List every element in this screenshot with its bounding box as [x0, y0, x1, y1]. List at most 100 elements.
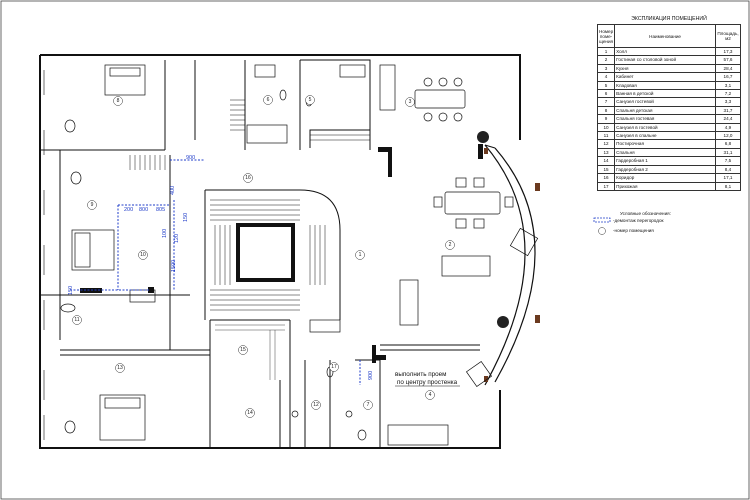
- schedule-cell-number: 5: [596, 80, 616, 91]
- schedule-cell-number: 4: [596, 72, 616, 82]
- schedule-cell-number: 2: [596, 55, 616, 65]
- interior-walls: [40, 59, 480, 448]
- dining-table-kitchen: [414, 89, 466, 109]
- room-number-16: 16: [245, 175, 251, 181]
- sofa-side: [399, 279, 419, 326]
- schedule-cell-name: Кухня: [614, 63, 716, 74]
- dim-label: 1500: [171, 260, 177, 272]
- room-number-4: 4: [429, 392, 432, 398]
- note-line-2: по центру простенка: [397, 379, 458, 386]
- schedule-cell-area: 57,6: [715, 55, 741, 65]
- schedule-title: ЭКСПЛИКАЦИЯ ПОМЕЩЕНИЙ: [631, 16, 707, 22]
- room-number-14: 14: [247, 410, 253, 416]
- schedule-cell-name: Спальня гостевая: [614, 114, 716, 124]
- schedule-header-number: Номер поме-щения: [596, 24, 616, 48]
- legend-room-symbol: [598, 227, 606, 235]
- schedule-cell-name: Кабинет: [614, 72, 716, 82]
- schedule-cell-area: 7,2: [715, 89, 741, 99]
- schedule-cell-name: Санузел в гостевой: [614, 122, 716, 133]
- dim-label: 150: [68, 286, 74, 295]
- schedule-cell-name: Санузел в спальне: [614, 131, 716, 141]
- schedule-cell-number: 7: [596, 97, 616, 107]
- room-number-17: 17: [331, 364, 337, 370]
- room-markers: [72, 95, 455, 418]
- room-number-9: 9: [91, 202, 94, 208]
- room-number-13: 13: [117, 365, 123, 371]
- schedule-cell-name: Гардеробная 1: [614, 156, 716, 166]
- room-number-6: 6: [267, 97, 270, 103]
- schedule-cell-area: 7,5: [715, 156, 741, 166]
- schedule-cell-number: 12: [596, 139, 616, 149]
- room-number-15: 15: [240, 347, 246, 353]
- schedule-cell-name: Прихожая: [614, 181, 716, 191]
- dim-label: 400: [170, 186, 176, 195]
- furniture: [60, 64, 539, 446]
- dim-label: 900: [368, 371, 374, 380]
- room-schedule-table: Номер поме-щения Наименование Площадь, м…: [596, 24, 741, 191]
- armchair: [509, 227, 539, 257]
- schedule-cell-number: 13: [596, 147, 616, 158]
- outer-walls: [39, 54, 536, 449]
- schedule-cell-number: 17: [596, 181, 616, 191]
- sofa-living: [441, 255, 491, 277]
- stair-steps: [210, 199, 326, 311]
- bed-room-13: [99, 394, 146, 441]
- schedule-cell-area: 8,4: [715, 164, 741, 175]
- schedule-cell-number: 14: [596, 156, 616, 166]
- dining-table-living: [444, 191, 501, 215]
- schedule-cell-name: Ванная в детской: [614, 89, 716, 99]
- schedule-cell-name: Холл: [614, 46, 716, 57]
- dim-label: 900: [186, 155, 195, 161]
- dim-label: 805: [156, 207, 165, 213]
- room-number-10: 10: [140, 252, 146, 258]
- schedule-cell-area: 24,4: [715, 114, 741, 124]
- plants: [477, 131, 509, 328]
- dimension-labels: 900 400 200 800 805 150 100 120 1500 900…: [68, 155, 374, 380]
- schedule-cell-area: 31,1: [715, 147, 741, 158]
- schedule-cell-number: 3: [596, 63, 616, 74]
- schedule-cell-number: 1: [596, 46, 616, 57]
- note-line-1: выполнить проем: [395, 371, 446, 378]
- schedule-cell-name: Гостиная со столовой зоной: [614, 55, 716, 65]
- schedule-cell-number: 15: [596, 164, 616, 175]
- room-number-8: 8: [117, 98, 120, 104]
- legend-room-label: -номер помещения: [613, 228, 654, 233]
- schedule-cell-name: Санузел гостевой: [614, 97, 716, 107]
- legend-demolition-symbol: [593, 217, 611, 223]
- schedule-cell-area: 31,7: [715, 105, 741, 116]
- schedule-cell-name: Спальня: [614, 147, 716, 158]
- legend-title: Условные обозначения:: [620, 211, 671, 216]
- schedule-cell-area: 8,1: [715, 181, 741, 191]
- room-number-11: 11: [74, 317, 79, 323]
- dim-label: 120: [174, 234, 180, 243]
- schedule-cell-area: 17,1: [715, 173, 741, 183]
- bed-room-9: [71, 229, 115, 271]
- dim-label: 800: [139, 207, 148, 213]
- schedule-cell-name: Спальня детская: [614, 105, 716, 116]
- schedule-cell-number: 11: [596, 131, 616, 141]
- schedule-cell-name: Гардеробная 2: [614, 164, 716, 175]
- room-numbers: 1 2 3 4 5 6 7 8 9 10 11 12 13 14 15 16 1…: [74, 97, 451, 416]
- schedule-cell-area: 16,7: [715, 72, 741, 82]
- elevator-shaft: [236, 223, 295, 282]
- schedule-header-name: Наименование: [614, 24, 716, 48]
- schedule-cell-number: 9: [596, 114, 616, 124]
- room-number-1: 1: [359, 252, 362, 258]
- schedule-cell-area: 6,8: [715, 139, 741, 149]
- dim-label: 200: [124, 207, 133, 213]
